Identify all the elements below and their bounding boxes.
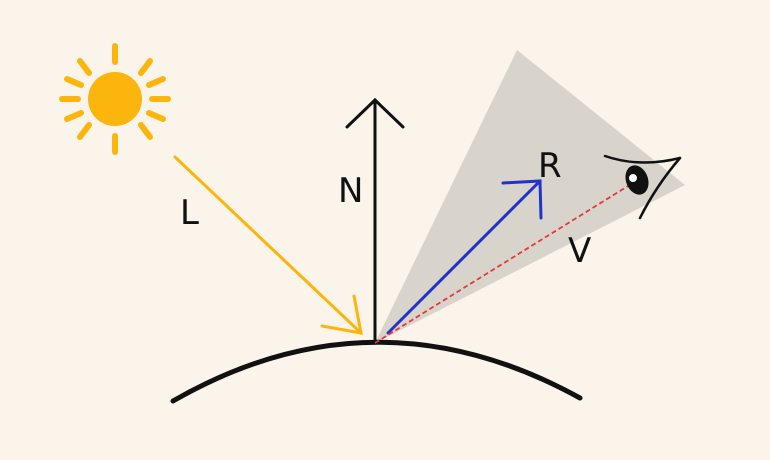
- surface-curve: [170, 339, 583, 404]
- view-vector-line: [374, 185, 629, 344]
- sun-icon: [59, 43, 171, 155]
- light-vector-arrow: [173, 155, 363, 335]
- normal-vector-arrow: [345, 97, 405, 345]
- label-v: V: [568, 231, 591, 271]
- reflection-vector-arrow: [386, 179, 543, 335]
- label-l: L: [180, 193, 199, 233]
- eye-icon: [603, 154, 682, 220]
- label-r: R: [538, 146, 562, 186]
- label-n: N: [338, 171, 363, 211]
